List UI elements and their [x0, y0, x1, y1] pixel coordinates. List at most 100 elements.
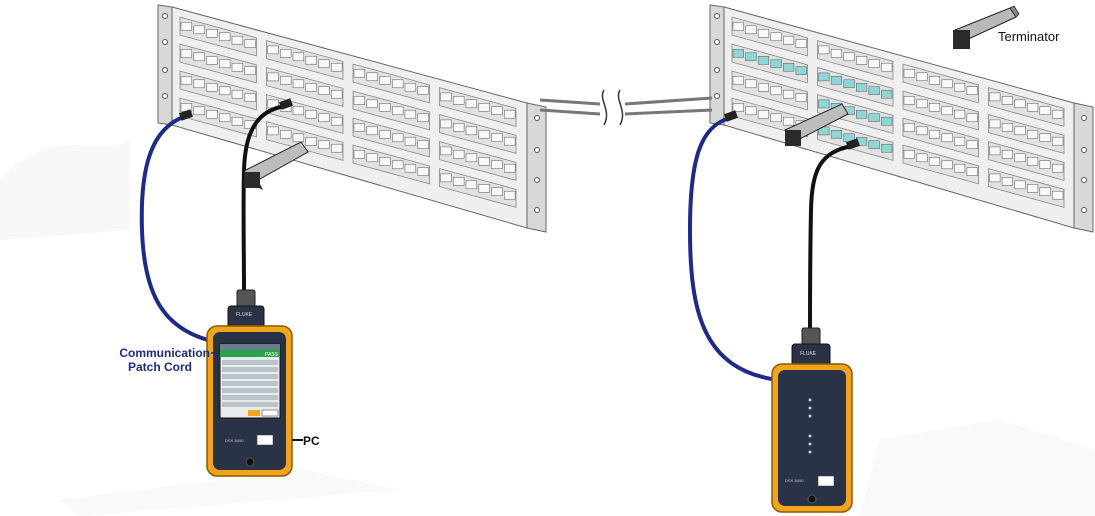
rj45-port [928, 76, 941, 85]
right-patch-panel [709, 4, 1094, 233]
rj45-port [465, 99, 478, 109]
rj45-port [783, 35, 795, 45]
rj45-port [231, 35, 244, 45]
rj45-port [305, 137, 317, 146]
rj45-port [219, 32, 231, 42]
rj45-port [757, 83, 770, 92]
rj45-port [868, 140, 880, 149]
rj45-port [1052, 190, 1064, 200]
rj45-port [916, 99, 928, 109]
rj45-port [331, 143, 343, 153]
rj45-port [783, 116, 795, 126]
rj45-port [417, 86, 429, 95]
rj45-port [244, 39, 256, 48]
rj45-port [818, 72, 830, 82]
rj45-port [231, 89, 244, 99]
rj45-port [1039, 106, 1051, 115]
rj45-port [757, 56, 770, 65]
rj45-port [856, 56, 868, 65]
rj45-port [353, 150, 366, 159]
terminator-icon [953, 5, 1020, 49]
rj45-port [941, 160, 953, 170]
rj45-port [180, 49, 193, 58]
rj45-port [417, 113, 429, 122]
rj45-port [941, 133, 953, 143]
rj45-port [404, 82, 417, 92]
rj45-port [379, 103, 391, 112]
rj45-port [280, 130, 292, 139]
rj45-port [305, 55, 317, 65]
rj45-port [267, 45, 279, 55]
rj45-port [732, 103, 744, 112]
rj45-port [954, 82, 966, 92]
communication-patch-cord-left [139, 114, 217, 344]
rj45-port [318, 59, 330, 68]
pass-banner [220, 350, 280, 357]
rj45-port [1039, 133, 1051, 142]
rj45-port [830, 76, 842, 85]
rj45-port [491, 133, 503, 142]
rj45-port [366, 153, 378, 163]
rj45-port [1027, 130, 1039, 139]
rj45-port [267, 126, 279, 136]
rj45-port [966, 167, 978, 176]
communication-patch-cord-right [687, 116, 779, 382]
rj45-port [1052, 163, 1064, 173]
rj45-port [318, 140, 330, 149]
rj45-port [453, 123, 465, 132]
rj45-port [353, 123, 366, 132]
rj45-port [770, 59, 782, 69]
rj45-port [478, 103, 490, 112]
rj45-port [366, 126, 378, 136]
test-cable-left [241, 104, 287, 291]
rj45-port [504, 136, 516, 146]
power-button[interactable] [807, 494, 817, 504]
rj45-port [292, 52, 305, 62]
rj45-port [770, 113, 782, 123]
rj45-port [732, 49, 744, 58]
rj45-port [1014, 180, 1026, 190]
rj45-port [903, 96, 915, 105]
rj45-port [231, 116, 244, 126]
rj45-port [504, 109, 516, 119]
screen-result-rows [222, 360, 278, 407]
svg-text:FLUKE: FLUKE [800, 351, 817, 357]
main-tester: FLUKE PASS DSX-5000 [206, 289, 293, 477]
rj45-port [1039, 160, 1051, 169]
rj45-plug [178, 109, 194, 121]
rj45-port [180, 22, 193, 31]
rj45-port [868, 59, 880, 68]
permanent-link-cable [539, 89, 713, 126]
rj45-port [1039, 187, 1051, 196]
cable-break-mark [617, 89, 624, 126]
rj45-port [881, 62, 893, 72]
rj45-port [331, 62, 343, 72]
rj45-port [193, 79, 205, 89]
rj45-port [465, 153, 478, 163]
power-button[interactable] [245, 457, 255, 467]
comm-label-line1: Communication [119, 346, 210, 360]
rj45-port [193, 52, 205, 62]
background-ghost [0, 140, 1095, 516]
rj45-port [193, 106, 205, 116]
rj45-port [795, 39, 807, 48]
svg-text:FLUKE: FLUKE [236, 312, 253, 318]
rj45-port [353, 96, 366, 105]
rj45-port [440, 173, 452, 183]
rj45-port [491, 106, 503, 115]
rj45-port [417, 140, 429, 149]
terminator-label: Terminator [998, 29, 1060, 44]
rj45-port [491, 160, 503, 169]
rj45-port [745, 52, 757, 62]
rj45-port [795, 93, 807, 102]
rj45-port [745, 25, 757, 35]
fluke-logo [256, 434, 274, 446]
rj45-port [504, 163, 516, 173]
rj45-port [928, 157, 941, 166]
rj45-port [193, 25, 205, 35]
rj45-port [206, 29, 218, 38]
rj45-plug [278, 98, 294, 110]
rj45-port [916, 72, 928, 82]
rj45-port [916, 126, 928, 136]
